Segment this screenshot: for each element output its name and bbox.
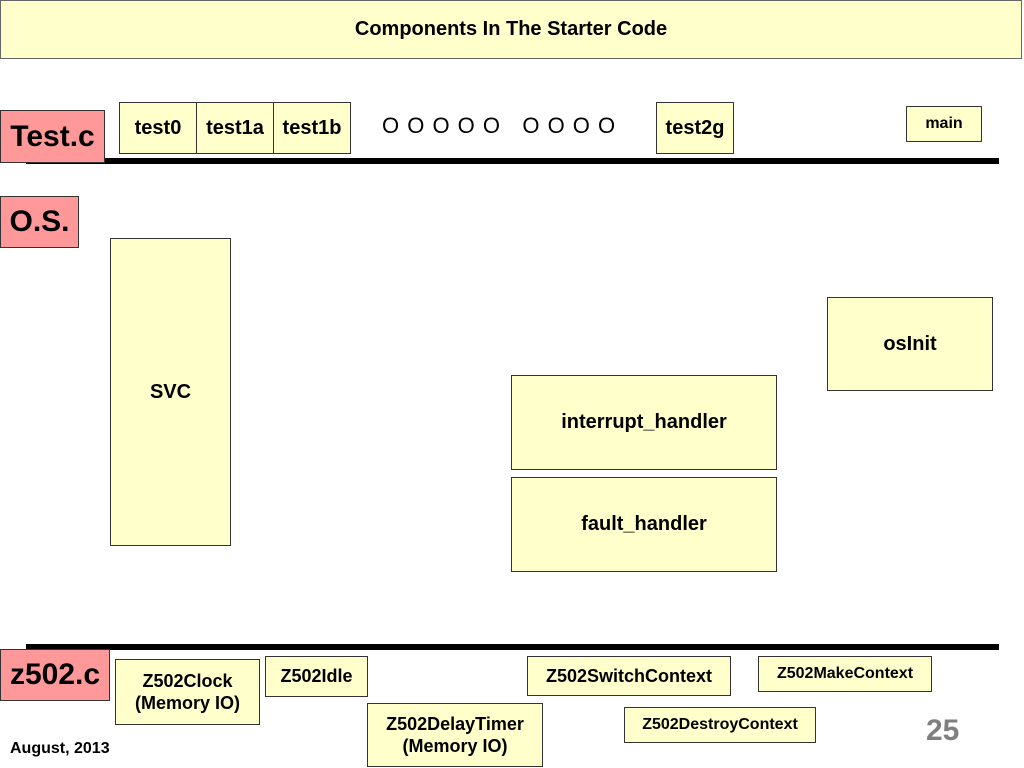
test-layer-divider	[26, 158, 999, 164]
z502-make-context-box: Z502MakeContext	[758, 656, 932, 692]
test2g-box: test2g	[656, 102, 734, 154]
footer-date: August, 2013	[10, 740, 110, 757]
test1a-box: test1a	[196, 102, 274, 154]
z502-idle-box: Z502Idle	[265, 656, 368, 697]
main-box: main	[906, 106, 982, 142]
z502-clock-box: Z502Clock (Memory IO)	[115, 659, 260, 725]
osinit-box: osInit	[827, 297, 993, 391]
test0-box: test0	[119, 102, 197, 154]
z502-layer-divider	[26, 644, 999, 650]
page-number: 25	[926, 714, 960, 747]
interrupt-handler-box: interrupt_handler	[511, 375, 777, 470]
slide-title: Components In The Starter Code	[0, 0, 1022, 59]
fault-handler-box: fault_handler	[511, 477, 777, 572]
z502-destroy-context-box: Z502DestroyContext	[624, 707, 816, 743]
svc-box: SVC	[110, 238, 231, 546]
test1b-box: test1b	[273, 102, 351, 154]
section-label-os: O.S.	[0, 196, 79, 248]
z502-delay-timer-box: Z502DelayTimer (Memory IO)	[367, 703, 543, 767]
section-label-test-c: Test.c	[0, 110, 105, 163]
more-tests-ellipsis: O O O O O O O O O	[382, 113, 617, 138]
section-label-z502-c: z502.c	[0, 649, 110, 701]
z502-switch-context-box: Z502SwitchContext	[527, 656, 731, 696]
